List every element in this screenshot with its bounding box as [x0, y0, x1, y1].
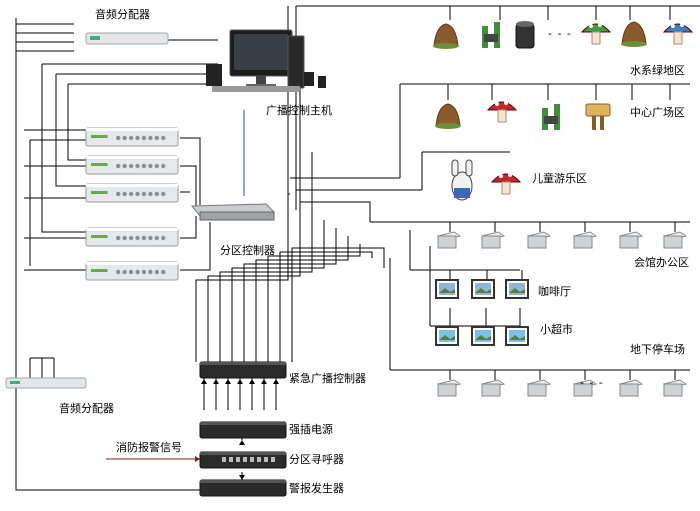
wire-amps-to-zone — [180, 137, 211, 271]
label-fire-alarm-signal: 消防报警信号 — [116, 441, 182, 454]
office-speaker-1 — [436, 231, 462, 249]
plaza-speaker-bamboo — [542, 104, 560, 130]
office-speaker-2 — [480, 231, 506, 249]
plaza-speaker-sign — [585, 103, 611, 130]
wire-bottom-splitter — [29, 357, 55, 384]
audio-splitter-bottom — [5, 377, 87, 389]
wire-zone-feed-0 — [195, 6, 289, 362]
wire-zone-feed-8 — [291, 247, 385, 362]
cafe-speaker-1 — [435, 279, 459, 299]
lawn-speaker-rock-2 — [621, 21, 647, 47]
plaza-speaker-mushroom — [486, 101, 518, 123]
audio-splitter-top — [85, 32, 169, 45]
arrow-up-6 — [273, 379, 279, 384]
power-amplifier-1 — [85, 127, 179, 147]
label-zone-controller: 分区控制器 — [220, 244, 275, 257]
alarm-generator — [199, 479, 287, 497]
zone-pager — [199, 451, 287, 469]
label-broadcast-host: 广播控制主机 — [266, 104, 332, 117]
lawn-speaker-stump — [515, 21, 535, 49]
parking-speaker-1 — [436, 379, 462, 397]
arrow-up-4 — [249, 379, 255, 384]
wire-zone-feed-6 — [267, 244, 361, 362]
power-amplifier-2 — [85, 155, 179, 175]
label-zone-water-green: 水系绿地区 — [630, 64, 685, 77]
forced-power-supply — [199, 421, 287, 439]
wire-amp-inputs — [24, 129, 86, 271]
arrow-up-1 — [213, 379, 219, 384]
market-speaker-3 — [505, 326, 529, 346]
arrow-up-5 — [261, 379, 267, 384]
cafe-speaker-2 — [471, 279, 495, 299]
arrow-up-2 — [225, 379, 231, 384]
lawn-speaker-mushroom-blue — [662, 23, 694, 45]
arrow-fire-alarm — [195, 456, 200, 462]
office-speaker-3 — [526, 231, 552, 249]
ellipsis-top: - - - — [548, 27, 572, 40]
power-amplifier-4 — [85, 227, 179, 247]
label-forced-power: 强插电源 — [289, 423, 333, 436]
market-speaker-2 — [471, 326, 495, 346]
zone-controller — [190, 203, 276, 221]
wire-zone-clubhouse — [300, 201, 690, 223]
wire-host-amp-2 — [55, 73, 218, 187]
parking-speaker-6 — [662, 379, 688, 397]
lawn-speaker-mushroom-green — [580, 23, 612, 45]
office-speaker-4 — [572, 231, 598, 249]
kids-speaker-rabbit — [451, 159, 473, 201]
arrow-up-pager — [239, 440, 245, 445]
wire-zone-feed-7 — [279, 251, 373, 362]
lawn-speaker-bamboo — [482, 22, 500, 48]
label-audio-splitter-bottom: 音频分配器 — [59, 402, 114, 415]
label-zone-cafe: 咖啡厅 — [538, 285, 571, 298]
label-zone-central-plaza: 中心广场区 — [630, 106, 685, 119]
label-zone-supermarket: 小超市 — [540, 323, 573, 336]
label-emergency-controller: 紧急广播控制器 — [289, 372, 366, 385]
parking-speaker-5 — [618, 379, 644, 397]
power-amplifier-5 — [85, 261, 179, 281]
wire-zone-feed-2 — [219, 152, 313, 362]
wire-zone-feed-1 — [207, 84, 301, 362]
wire-zone-cafe — [409, 230, 520, 271]
wire-host-amp-1 — [41, 63, 218, 233]
wire-zone-central-plaza — [290, 83, 690, 179]
market-speaker-1 — [435, 326, 459, 346]
wire-host-amp-3 — [67, 83, 222, 161]
devices — [5, 21, 694, 497]
wire-left-bus — [15, 18, 200, 491]
parking-speaker-2 — [480, 379, 506, 397]
arrow-down-alarm — [239, 475, 245, 480]
broadcast-host-pc — [206, 29, 326, 92]
label-alarm-generator: 警报发生器 — [289, 482, 344, 495]
wire-top-splitter-fanout — [16, 23, 74, 52]
wire-zone-kids — [296, 151, 510, 191]
label-audio-splitter-top: 音频分配器 — [95, 8, 150, 21]
cafe-speaker-3 — [505, 279, 529, 299]
office-speaker-6 — [662, 231, 688, 249]
kids-speaker-mushroom — [490, 173, 522, 195]
wire-zone-feed-4 — [243, 228, 337, 362]
label-zone-pager: 分区寻呼器 — [289, 453, 344, 466]
plaza-speaker-stump — [435, 103, 461, 129]
emergency-broadcast-controller — [199, 361, 287, 379]
power-amplifier-3 — [85, 183, 179, 203]
wiring — [15, 5, 700, 491]
ellipsis-bottom: - - - — [580, 376, 604, 389]
parking-speaker-3 — [526, 379, 552, 397]
label-zone-parking: 地下停车场 — [630, 343, 685, 356]
office-speaker-5 — [618, 231, 644, 249]
parking-speaker-4 — [572, 379, 598, 397]
arrow-up-0 — [201, 379, 207, 384]
wire-amp-link — [29, 139, 86, 266]
arrow-up-3 — [237, 379, 243, 384]
label-zone-kids-play: 儿童游乐区 — [532, 172, 587, 185]
lawn-speaker-rock-1 — [433, 23, 459, 49]
label-zone-clubhouse-office: 会馆办公区 — [634, 256, 689, 269]
wire-zone-feed-3 — [231, 220, 325, 362]
